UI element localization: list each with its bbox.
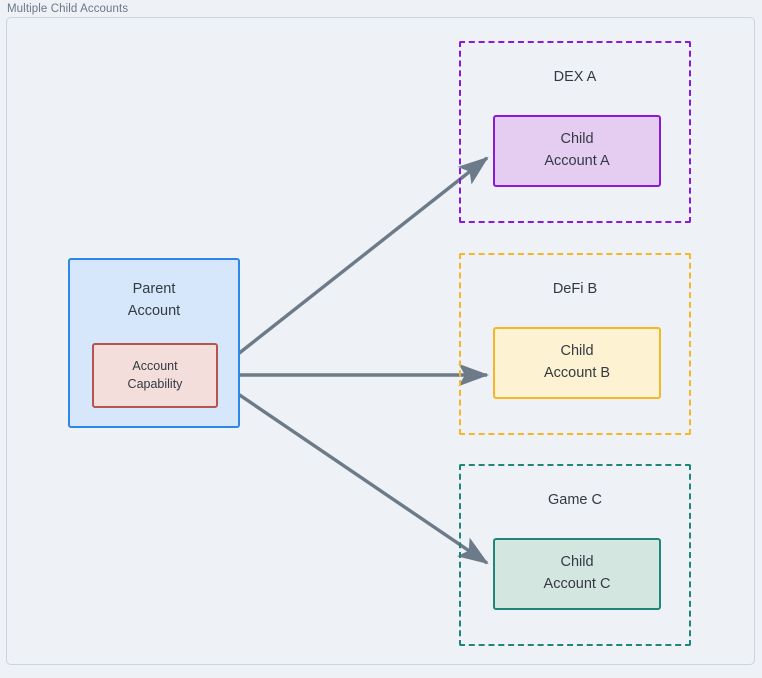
node-child-account-b[interactable]: Child Account B	[493, 327, 661, 399]
account-capability-line-1: Account	[132, 358, 178, 373]
cluster-game-c-title: Game C	[548, 492, 602, 508]
child-account-b-line-2: Account B	[543, 365, 611, 381]
cluster-defi-b: DeFi B	[459, 253, 691, 435]
child-account-c-line-2: Account C	[543, 576, 611, 592]
cluster-dex-a-title: DEX A	[553, 69, 597, 85]
parent-account-title-line-2: Account	[127, 303, 181, 320]
cluster-game-c: Game C	[459, 464, 691, 646]
node-child-account-a[interactable]: Child Account A	[493, 115, 661, 187]
child-account-b-line-1: Child	[560, 343, 594, 360]
cluster-dex-a: DEX A	[459, 41, 691, 223]
child-account-a-line-1: Child	[560, 131, 594, 148]
account-capability-line-2: Capability	[127, 376, 183, 391]
diagram-frame-label: Multiple Child Accounts	[7, 3, 129, 15]
cluster-defi-b-title: DeFi B	[552, 281, 598, 297]
parent-account-title-line-1: Parent	[132, 281, 176, 297]
child-account-c-line-1: Child	[560, 554, 594, 571]
node-account-capability[interactable]: Account Capability	[92, 343, 218, 408]
node-child-account-c[interactable]: Child Account C	[493, 538, 661, 610]
child-account-a-line-2: Account A	[544, 153, 610, 169]
parent-account-title: Parent Account	[70, 278, 238, 323]
